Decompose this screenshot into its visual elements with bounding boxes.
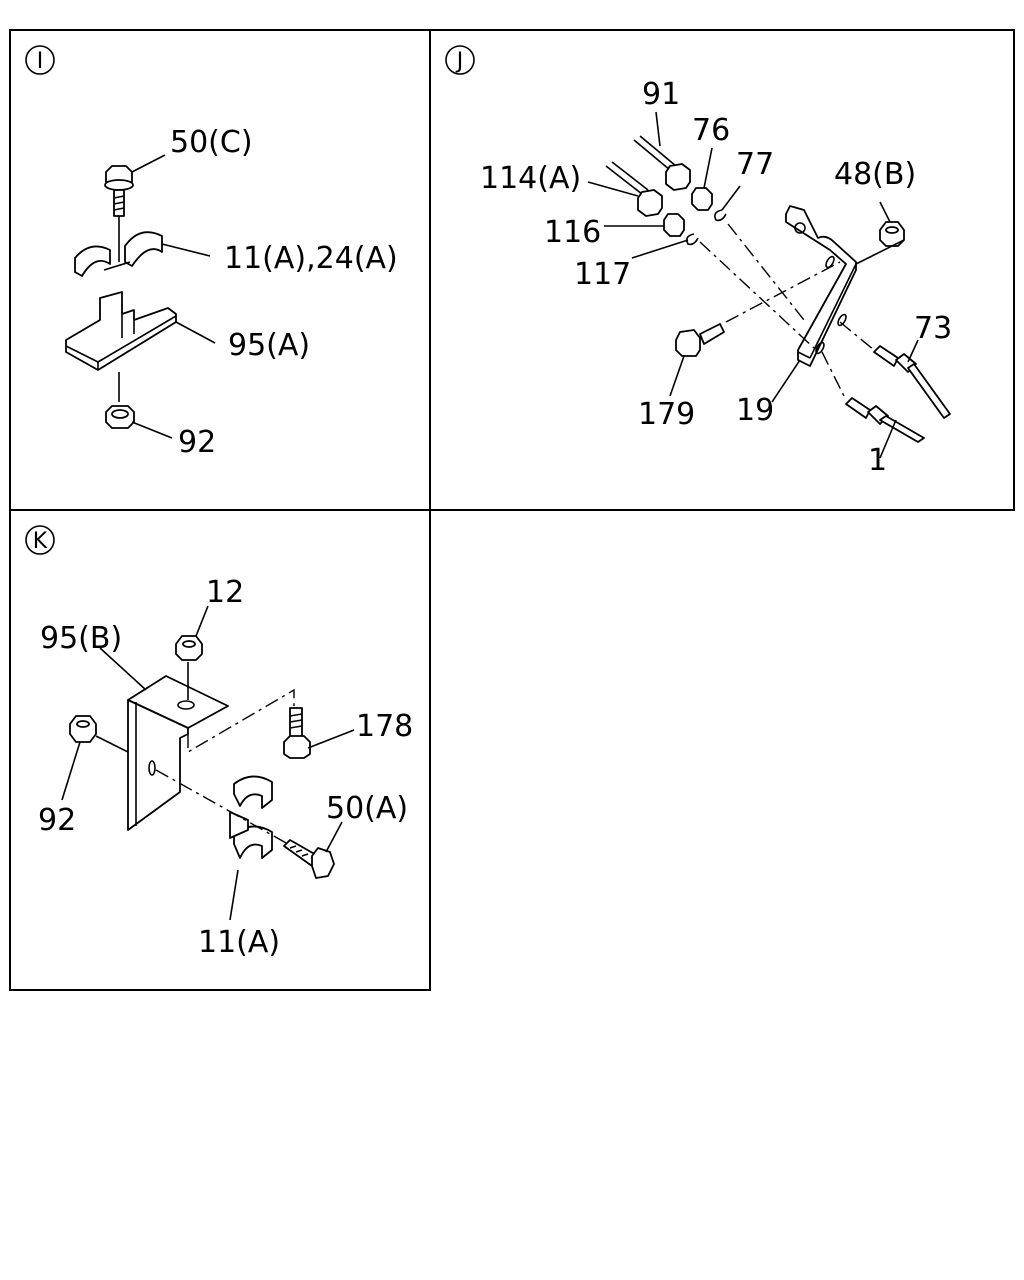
callout-117: 117 bbox=[574, 257, 631, 292]
bolt-179-part bbox=[675, 323, 725, 357]
callout-116: 116 bbox=[544, 215, 601, 250]
bracket-19-part bbox=[785, 205, 857, 367]
fitting-73-part bbox=[873, 345, 951, 419]
panel-j: J bbox=[445, 45, 952, 478]
panel-j-marker: J bbox=[445, 45, 475, 75]
callout-48b: 48(B) bbox=[834, 157, 916, 192]
nut-76-part bbox=[691, 187, 713, 211]
bolt-50c-part bbox=[104, 165, 134, 262]
fitting-1-part bbox=[845, 397, 925, 443]
clamp-11a-part bbox=[74, 231, 163, 277]
callout-11a-24a: 11(A),24(A) bbox=[224, 241, 398, 276]
callout-50c: 50(C) bbox=[170, 125, 253, 160]
pipe-91-part bbox=[633, 135, 691, 191]
callout-1: 1 bbox=[868, 443, 887, 478]
nut-116-part bbox=[663, 213, 685, 237]
nut-92-part bbox=[105, 405, 135, 429]
bracket-95a-part bbox=[65, 291, 177, 371]
callout-92-k: 92 bbox=[38, 803, 76, 838]
callout-179: 179 bbox=[638, 397, 695, 432]
nut-92-k-part bbox=[69, 715, 97, 743]
clamp-11a-k-part bbox=[229, 775, 273, 859]
callout-77: 77 bbox=[736, 147, 774, 182]
callout-11a-k: 11(A) bbox=[198, 925, 280, 960]
callout-19: 19 bbox=[736, 393, 774, 428]
callout-50a: 50(A) bbox=[326, 791, 408, 826]
panel-k-frame bbox=[9, 509, 431, 991]
panel-i: I bbox=[25, 45, 398, 460]
callout-114a: 114(A) bbox=[480, 161, 581, 196]
callout-95a: 95(A) bbox=[228, 328, 310, 363]
panel-k-letter: K bbox=[33, 529, 48, 554]
callout-73: 73 bbox=[914, 311, 952, 346]
pipe-114a-part bbox=[605, 161, 663, 217]
bolt-50a-part bbox=[283, 839, 335, 879]
callout-92: 92 bbox=[178, 425, 216, 460]
panel-i-marker: I bbox=[25, 45, 55, 75]
panel-j-frame bbox=[429, 29, 1015, 511]
callout-95b: 95(B) bbox=[40, 621, 122, 656]
panel-i-letter: I bbox=[37, 49, 44, 74]
callout-76: 76 bbox=[692, 113, 730, 148]
panel-k-marker: K bbox=[25, 525, 55, 555]
callout-91: 91 bbox=[642, 77, 680, 112]
bolt-178-part bbox=[283, 707, 311, 759]
clip-117-part bbox=[686, 233, 699, 246]
callout-178: 178 bbox=[356, 709, 413, 744]
panel-k: K bbox=[25, 525, 413, 960]
callout-12: 12 bbox=[206, 575, 244, 610]
nut-12-part bbox=[175, 635, 203, 700]
clip-77-part bbox=[714, 209, 727, 222]
panel-j-letter: J bbox=[455, 49, 464, 74]
bracket-95b-part bbox=[127, 675, 229, 831]
